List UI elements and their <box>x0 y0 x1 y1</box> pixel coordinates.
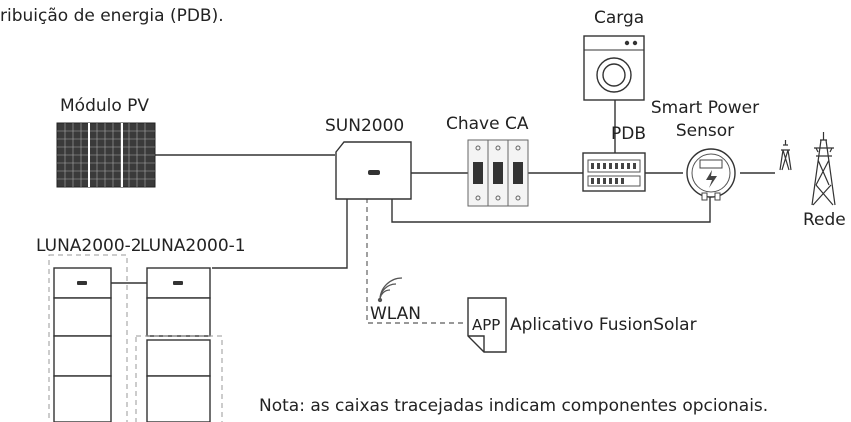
app-icon-label: APP <box>472 316 501 334</box>
app-icon <box>467 297 507 353</box>
label-carga: Carga <box>594 8 645 28</box>
wire-inverter-battery <box>212 198 348 269</box>
note-text: Nota: as caixas tracejadas indicam compo… <box>259 396 769 416</box>
label-rede: Rede <box>803 210 846 230</box>
label-sun2000: SUN2000 <box>325 116 405 136</box>
label-smart-power-line1: Smart Power <box>650 98 760 118</box>
battery-icon <box>48 254 128 422</box>
label-luna1: LUNA2000-1 <box>140 236 246 256</box>
wifi-icon <box>377 277 403 303</box>
wlan-link <box>366 198 467 324</box>
pdb-panel-icon <box>582 152 646 192</box>
label-aplicativo: Aplicativo FusionSolar <box>510 315 697 335</box>
pv-module-icon <box>56 122 156 188</box>
header-text: ribuição de energia (PDB). <box>0 6 224 26</box>
inverter-icon <box>335 141 412 200</box>
label-chave-ca: Chave CA <box>446 114 529 134</box>
power-meter-icon <box>686 148 736 201</box>
wire-meter-inverter-comm <box>391 193 711 223</box>
grid-tower-icon <box>779 132 836 206</box>
battery-icon <box>135 267 223 422</box>
label-smart-power-line2: Sensor <box>675 121 735 141</box>
label-wlan: WLAN <box>370 304 422 324</box>
label-luna2: LUNA2000-2 <box>36 236 142 256</box>
washing-machine-icon <box>583 35 645 101</box>
ac-switch-icon <box>467 139 529 207</box>
label-smart-power-sensor: Smart Power Sensor <box>650 100 760 140</box>
label-pdb: PDB <box>611 124 647 144</box>
label-modulo-pv: Módulo PV <box>60 96 150 116</box>
